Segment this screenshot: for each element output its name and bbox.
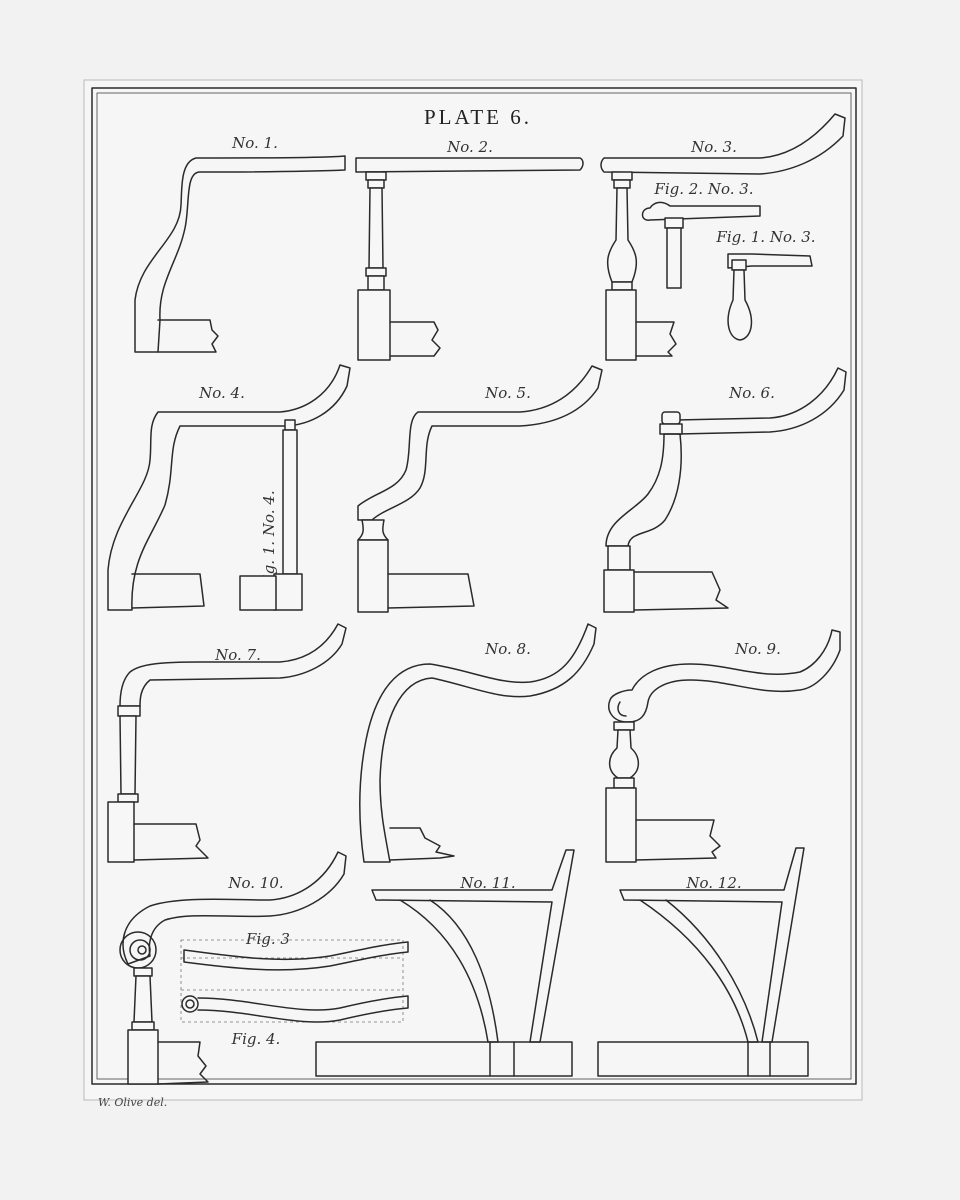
fig-3-4-frame — [180, 939, 404, 1023]
arm-no-10: No. 10. Fig. 3 Fig. 4. — [119, 851, 409, 1085]
plate-border-inner — [96, 92, 852, 1080]
arm-no-12: No. 12. — [597, 847, 809, 1077]
arm-no-5: No. 5. — [357, 365, 603, 613]
label-no-3-fig-2: Fig. 2. No. 3. — [653, 180, 753, 198]
label-no-12: No. 12. — [685, 874, 741, 892]
arm-no-6: No. 6. — [603, 367, 847, 613]
label-no-2: No. 2. — [446, 138, 493, 156]
label-no-6: No. 6. — [728, 384, 775, 402]
paper-sheet — [83, 79, 863, 1101]
label-no-4-fig-1: Fig. 1. No. 4. — [260, 490, 278, 590]
label-fig-3: Fig. 3 — [245, 930, 290, 948]
arm-no-9: No. 9. — [605, 629, 841, 863]
arm-no-4: No. 4. Fig. 1. No. 4. — [107, 364, 351, 611]
arm-no-3: No. 3. Fig. 2. No. 3. Fig. 1. No. 3. — [600, 113, 846, 361]
label-no-1: No. 1. — [231, 134, 278, 152]
arm-no-2: No. 2. — [355, 138, 584, 361]
arm-no-11: No. 11. — [315, 849, 575, 1077]
label-no-11: No. 11. — [459, 874, 515, 892]
label-no-9: No. 9. — [734, 640, 781, 658]
label-no-5: No. 5. — [484, 384, 531, 402]
label-no-7: No. 7. — [214, 646, 261, 664]
plate-title: PLATE 6. — [424, 105, 532, 129]
arm-no-7: No. 7. — [107, 623, 347, 863]
label-no-3: No. 3. — [690, 138, 737, 156]
label-no-4: No. 4. — [198, 384, 245, 402]
arm-no-1: No. 1. — [134, 134, 346, 353]
label-no-10: No. 10. — [227, 874, 283, 892]
arm-no-8: No. 8. — [359, 623, 597, 863]
label-no-8: No. 8. — [484, 640, 531, 658]
engraver-credit: W. Olive del. — [98, 1096, 167, 1109]
label-no-3-fig-1: Fig. 1. No. 3. — [715, 228, 815, 246]
plate-border-outer — [91, 87, 857, 1085]
label-fig-4: Fig. 4. — [231, 1030, 281, 1048]
